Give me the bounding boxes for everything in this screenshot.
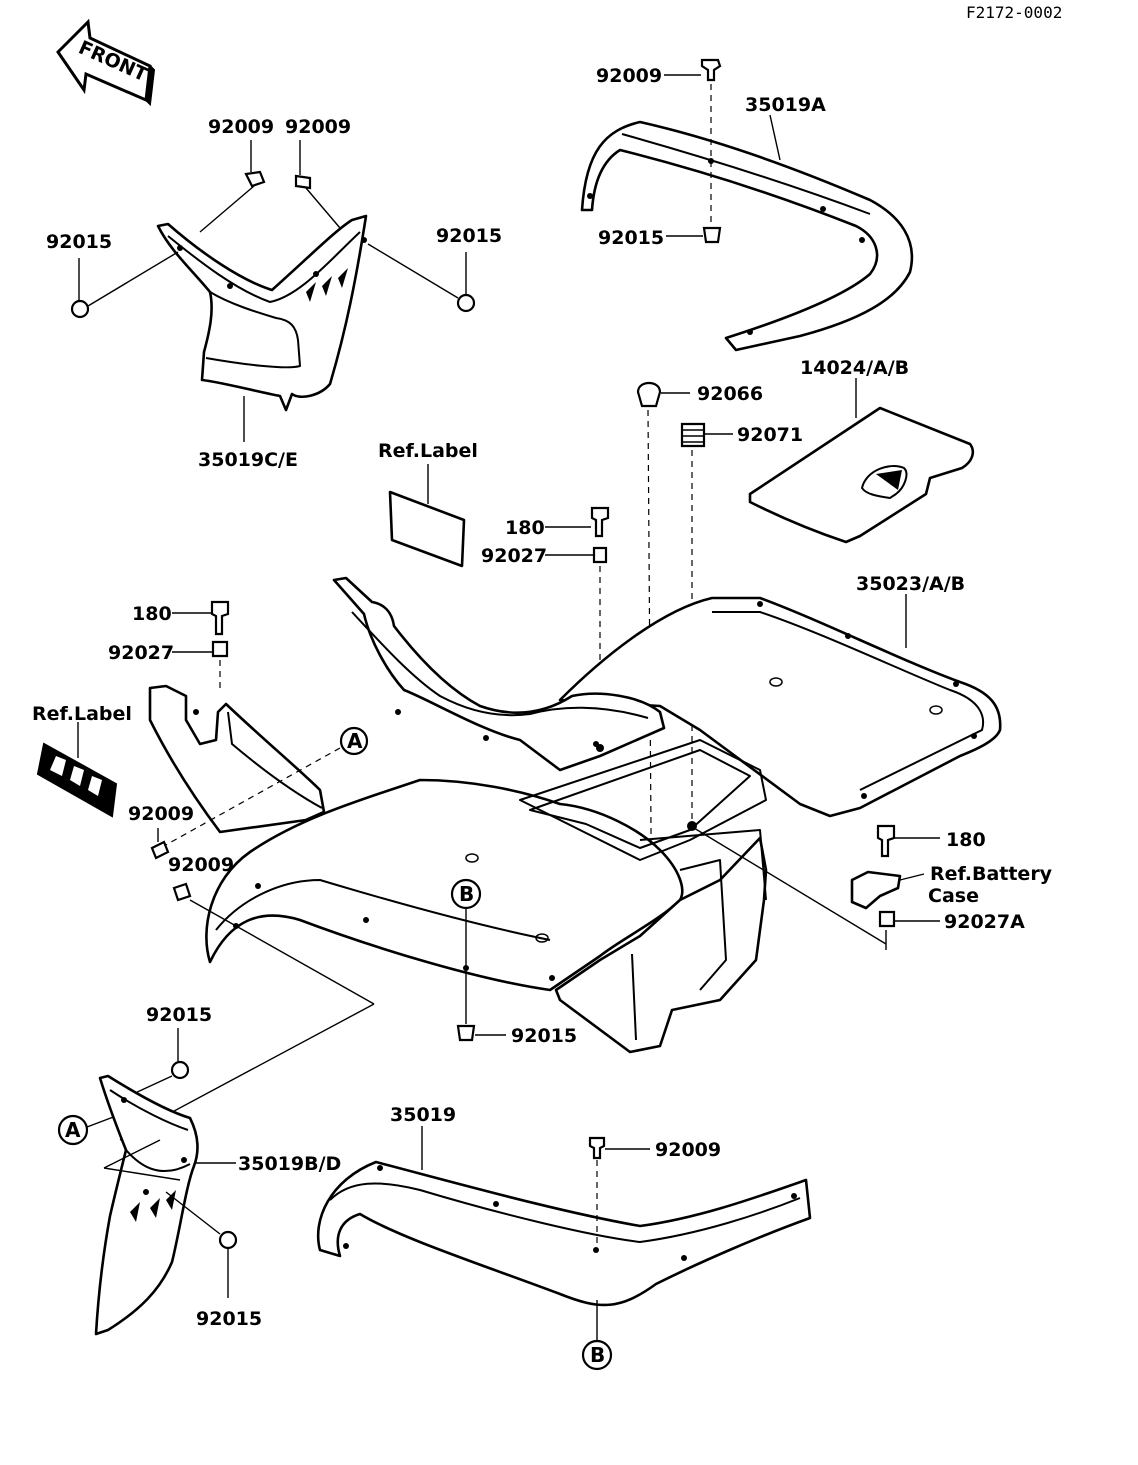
label-92009-body: 92009 xyxy=(128,803,194,825)
label-180-mid: 180 xyxy=(505,517,545,539)
bolt-icon xyxy=(700,58,722,82)
bolt-icon xyxy=(294,174,312,190)
label-180-right: 180 xyxy=(946,829,986,851)
bolt-icon xyxy=(210,600,230,636)
label-35019a: 35019A xyxy=(745,94,826,116)
callout-a-mid-label: A xyxy=(347,729,363,753)
grommet-icon xyxy=(702,226,722,244)
front-arrow-icon: FRONT xyxy=(56,18,156,107)
label-92015-left-right: 92015 xyxy=(436,225,502,247)
label-92071: 92071 xyxy=(737,424,803,446)
ref-label-top: Ref.Label xyxy=(378,440,478,462)
bolt-icon xyxy=(172,882,192,902)
label-92015-left: 92015 xyxy=(46,231,112,253)
callout-b-bottom xyxy=(581,1339,613,1371)
fender-35019 xyxy=(316,1160,812,1307)
ref-battery-case-line1: Ref.Battery xyxy=(930,863,1053,885)
washer-icon xyxy=(592,546,608,564)
ref-battery-case-line2: Case xyxy=(928,885,979,907)
label-92027-mid: 92027 xyxy=(481,545,547,567)
battery-lid-14024 xyxy=(748,406,975,544)
label-92009-top-right: 92009 xyxy=(596,65,662,87)
label-92027A: 92027A xyxy=(944,911,1025,933)
grommet-icon xyxy=(456,1024,476,1042)
callout-b-mid-label: B xyxy=(459,882,474,906)
bolt-icon xyxy=(244,170,266,188)
label-180-left: 180 xyxy=(132,603,172,625)
nut-icon xyxy=(70,299,90,319)
washer-icon xyxy=(211,640,229,658)
ref-label-left: Ref.Label xyxy=(32,703,132,725)
label-35019ce: 35019C/E xyxy=(198,449,298,471)
label-92009-body2: 92009 xyxy=(168,854,234,876)
side-cover-35019ce xyxy=(156,214,368,412)
bolt-icon xyxy=(590,506,610,538)
label-35019: 35019 xyxy=(390,1104,456,1126)
battery-case-bracket xyxy=(850,870,902,910)
bolt-icon xyxy=(588,1136,606,1160)
rear-fender-35023 xyxy=(148,576,1002,1054)
label-92009-left-b: 92009 xyxy=(285,116,351,138)
fender-35019a xyxy=(580,120,914,352)
diagram-code: F2172-0002 xyxy=(966,3,1062,22)
nut-icon xyxy=(170,1060,190,1080)
callout-b-bottom-label: B xyxy=(590,1343,605,1367)
callout-a-bottom-label: A xyxy=(65,1118,81,1142)
label-14024: 14024/A/B xyxy=(800,357,909,379)
callout-a-bottom xyxy=(57,1114,89,1146)
label-92027-left: 92027 xyxy=(108,642,174,664)
label-92015-bottom-mid: 92015 xyxy=(511,1025,577,1047)
nut-icon xyxy=(218,1230,238,1250)
label-92066: 92066 xyxy=(697,383,763,405)
label-35019bd: 35019B/D xyxy=(238,1153,341,1175)
label-92009-bottom: 92009 xyxy=(655,1139,721,1161)
ref-label-sticker xyxy=(388,490,466,568)
callout-a-mid xyxy=(339,726,369,756)
washer-icon xyxy=(878,910,896,928)
label-92015-bottom-left: 92015 xyxy=(146,1004,212,1026)
cap-icon xyxy=(636,381,662,408)
label-92015-top-right: 92015 xyxy=(598,227,664,249)
bolt-icon xyxy=(876,824,896,858)
nut-icon xyxy=(456,293,476,313)
ref-label-sticker-black xyxy=(36,742,118,818)
label-92015-bottom-left2: 92015 xyxy=(196,1308,262,1330)
label-92009-left-a: 92009 xyxy=(208,116,274,138)
bolt-icon xyxy=(150,840,170,860)
label-35023: 35023/A/B xyxy=(856,573,965,595)
